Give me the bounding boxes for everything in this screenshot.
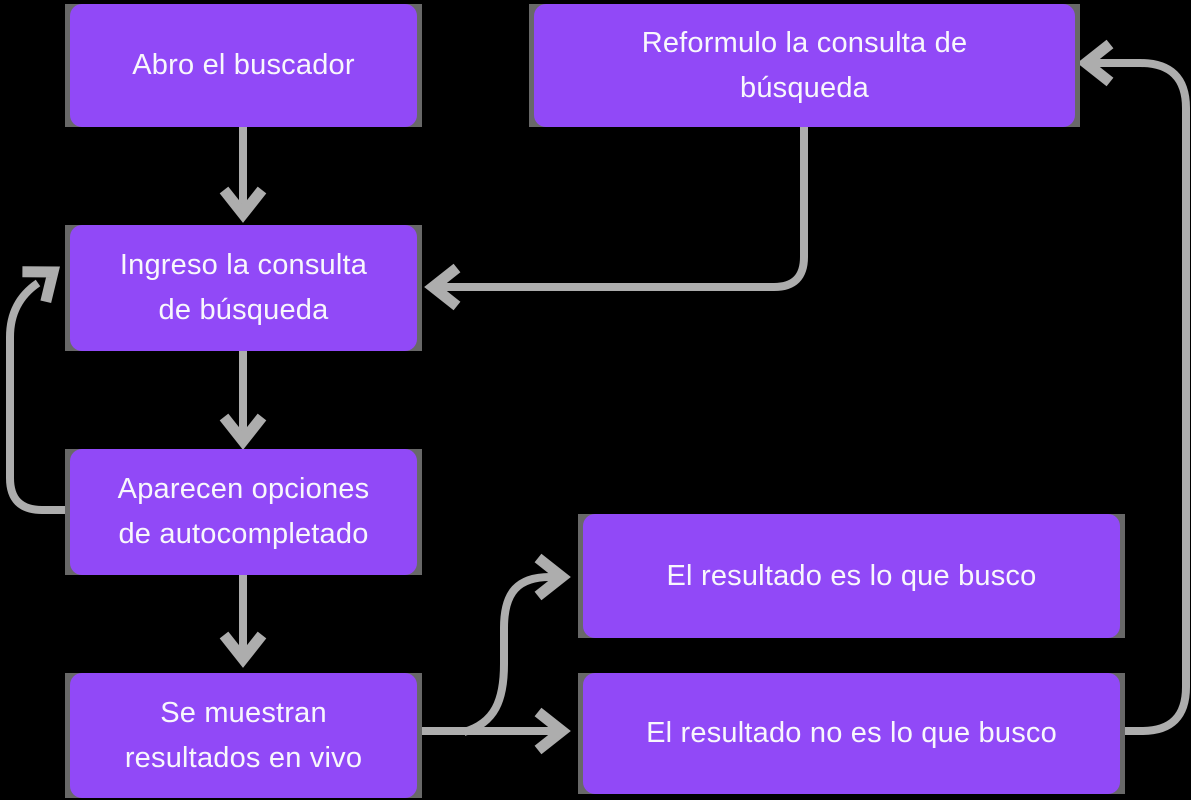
node-label-line: El resultado es lo que busco	[666, 559, 1037, 592]
node-label: Reformulo la consulta de búsqueda	[529, 4, 1080, 127]
connector-vivo-to-busco[interactable]	[462, 553, 571, 736]
connector-line	[6, 279, 65, 514]
node-opciones-autocompletado[interactable]: Aparecen opciones de autocompletado	[65, 449, 422, 575]
node-resultado-no-es-lo-que-busco[interactable]: El resultado no es lo que busco	[578, 673, 1125, 794]
node-label-line: Se muestran	[160, 696, 327, 729]
node-label-line: El resultado no es lo que busco	[646, 717, 1057, 749]
node-label: Aparecen opciones de autocompletado	[65, 449, 422, 575]
connector-ingreso-to-autocompletado[interactable]	[219, 351, 267, 450]
node-resultado-es-lo-que-busco[interactable]: El resultado es lo que busco	[578, 514, 1125, 638]
node-reformulo-consulta[interactable]: Reformulo la consulta de búsqueda	[529, 4, 1080, 127]
arrow-right-icon	[534, 553, 571, 601]
node-shape	[583, 673, 1120, 794]
arrow-down-icon	[219, 631, 267, 668]
arrow-right-icon	[534, 707, 571, 755]
arrow-down-icon	[219, 413, 267, 450]
connector-autocompletado-to-vivo[interactable]	[219, 575, 267, 668]
connector-reformulo-to-ingreso[interactable]	[424, 127, 808, 311]
node-abro-el-buscador[interactable]: Abro el buscador	[65, 4, 422, 127]
node-label-line: Reformulo la consulta de	[641, 26, 968, 59]
connector-line	[462, 573, 554, 736]
node-label: Se muestran resultados en vivo	[65, 673, 422, 798]
arrow-down-icon	[219, 186, 267, 223]
node-label-line: Abro el buscador	[132, 49, 355, 81]
connector-line	[1094, 59, 1190, 735]
connector-autocompletado-to-ingreso[interactable]	[6, 257, 65, 514]
node-shape	[70, 4, 417, 127]
node-label: El resultado es lo que busco	[578, 514, 1125, 638]
arrow-left-icon	[424, 263, 461, 311]
node-label-line: de búsqueda	[158, 294, 329, 326]
connector-vivo-to-nobusco[interactable]	[422, 707, 571, 755]
connector-abro-to-ingreso[interactable]	[219, 127, 267, 223]
node-label-line: Aparecen opciones	[117, 473, 370, 505]
node-label-line: de autocompletado	[118, 518, 369, 550]
node-label: Abro el buscador	[65, 4, 422, 127]
node-ingreso-consulta[interactable]: Ingreso la consulta de búsqueda	[65, 225, 422, 351]
arrow-up-right-icon	[22, 266, 60, 304]
connector-line	[441, 127, 808, 291]
node-shape	[534, 4, 1075, 127]
node-label-line: resultados en vivo	[124, 741, 363, 774]
arrow-left-icon	[1077, 39, 1114, 87]
node-shape	[70, 673, 417, 798]
node-label: Ingreso la consulta de búsqueda	[65, 225, 422, 351]
node-label: El resultado no es lo que busco	[578, 673, 1125, 794]
node-shape	[583, 514, 1120, 638]
node-shape	[70, 225, 417, 351]
node-shape	[70, 449, 417, 575]
node-label-line: Ingreso la consulta	[119, 249, 368, 281]
node-label-line: búsqueda	[740, 71, 869, 104]
node-resultados-en-vivo[interactable]: Se muestran resultados en vivo	[65, 673, 422, 798]
connector-nobusco-to-reformulo[interactable]	[1077, 39, 1190, 735]
